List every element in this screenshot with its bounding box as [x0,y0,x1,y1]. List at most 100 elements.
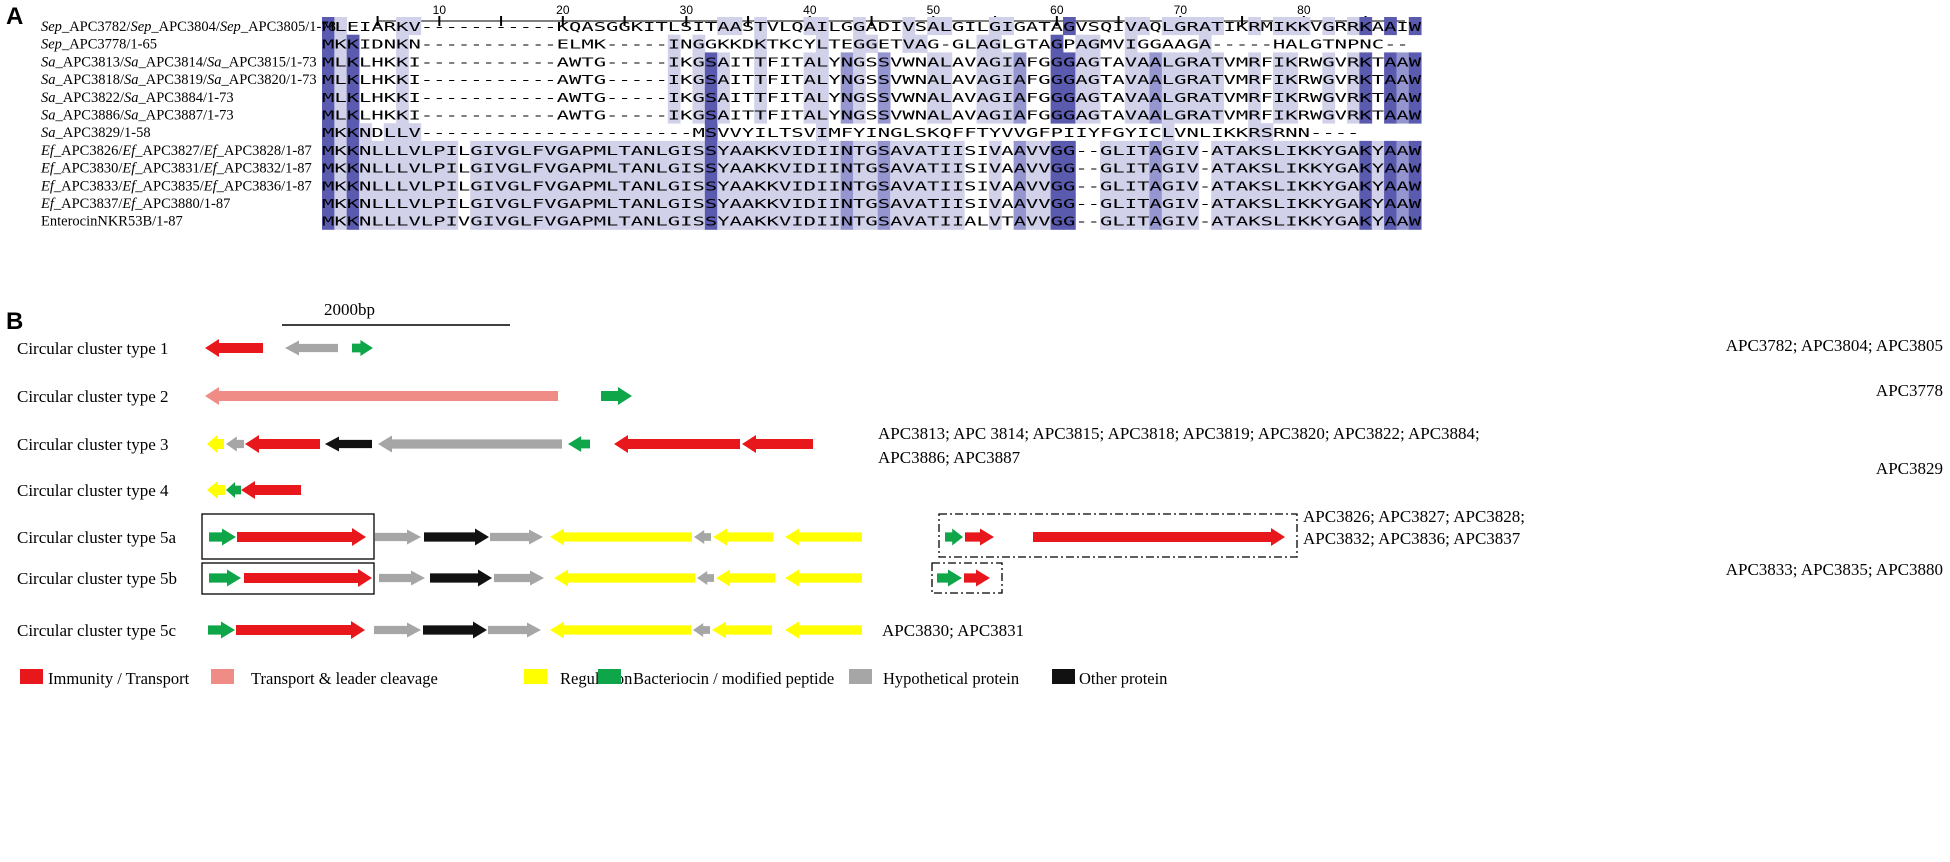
shade-cell [581,194,595,213]
shade-cell [1396,140,1410,159]
shade-cell [1359,52,1373,71]
shade-cell [1161,140,1175,159]
shade-cell [507,158,520,177]
shade-cell [1223,176,1237,195]
shade-cell [1112,194,1126,213]
shade-cell [816,17,829,36]
shade-cell [1384,140,1397,159]
shade-cell [1235,158,1249,177]
shade-cell [754,105,767,124]
shade-cell [346,105,360,124]
shade-cell [1112,176,1126,195]
shade-cell [754,176,767,195]
cluster-note: APC3826; APC3827; APC3828; [1303,507,1525,526]
shade-cell [1186,140,1200,159]
shade-cell [334,105,348,124]
legend-swatch [211,669,234,684]
shade-cell [1124,70,1138,89]
shade-cell [1248,140,1261,159]
scale-bar-label: 2000bp [324,300,375,319]
shade-cell [853,34,866,53]
shade-cell [667,194,681,213]
shade-cell [593,158,607,177]
shade-cell [1223,158,1237,177]
shade-cell [939,105,953,124]
shade-cell [1198,87,1212,106]
shade-cell [840,194,854,213]
shade-cell [1025,211,1039,230]
shade-cell [704,52,718,71]
shade-cell [445,194,459,213]
shade-cell [729,158,743,177]
shade-cell [1408,176,1422,195]
shade-cell [1186,87,1200,106]
shade-cell [544,211,558,230]
cluster-note: APC3886; APC3887 [878,448,1021,467]
shade-cell [667,140,681,159]
shade-cell [1161,17,1175,36]
shade-cell [470,194,483,213]
shade-cell [1347,140,1360,159]
sequence-residues-row: MKKNLLLVLPILGIVGLFVGAPMLTANLGISSYAAKKVID… [322,196,1422,211]
shade-cell [704,105,718,124]
shade-cell [1100,158,1113,177]
cluster-note: APC3830; APC3831 [882,621,1024,640]
shade-cell [741,211,755,230]
shade-cell [840,87,854,106]
shade-cell [1050,105,1064,124]
cluster-note: APC3833; APC3835; APC3880 [1726,560,1943,579]
shade-cell [445,176,459,195]
shade-cell [1025,140,1039,159]
shade-cell [408,211,422,230]
shade-cell [643,194,656,213]
shade-cell [1025,158,1039,177]
shade-cell [914,34,928,53]
cluster-label: Circular cluster type 5a [17,528,177,547]
shade-cell [544,158,558,177]
shade-cell [667,52,681,71]
shade-cell [420,194,434,213]
shade-cell [816,52,829,71]
shade-cell [1137,158,1150,177]
shade-cell [334,194,348,213]
shade-cell [1075,87,1089,106]
shade-cell [816,194,829,213]
shade-cell [1025,194,1039,213]
shade-cell [1260,140,1274,159]
shade-cell [1322,17,1336,36]
shade-cell [445,211,459,230]
ruler-tick-label: 20 [556,3,570,17]
shade-cell [630,211,644,230]
shade-cell [1384,52,1397,71]
cluster-box [201,513,375,560]
sequence-residues-row: MLKLHKKI-----------AWTG-----IKGSAITTFITA… [322,90,1422,105]
shade-cell [1149,52,1163,71]
shade-cell [717,17,730,36]
shade-cell [1198,105,1212,124]
shade-cell [1174,105,1187,124]
shade-cell [939,70,953,89]
shade-cell [1322,105,1336,124]
shade-cell [1272,17,1286,36]
shade-cell [1285,105,1299,124]
shade-cell [1297,140,1311,159]
bacteriocin-gene-arrow [945,528,963,546]
shade-cell [853,105,866,124]
shade-cell [853,52,866,71]
shade-cell [1384,176,1397,195]
shade-cell [556,140,570,159]
shade-cell [383,176,397,195]
sequence-residues-row: MKKNLLLVLPILGIVGLFVGAPMLTANLGISSYAAKKVID… [322,178,1422,193]
shade-cell [1137,52,1150,71]
shade-cell [1297,211,1311,230]
shade-cell [618,176,632,195]
cluster-note: APC3782; APC3804; APC3805 [1726,336,1943,355]
shade-cell [754,70,767,89]
shade-cell [791,211,805,230]
shade-cell [828,176,842,195]
shade-cell [877,194,891,213]
shade-cell [420,176,434,195]
shade-cell [692,176,706,195]
shade-cell [618,211,632,230]
shade-cell [482,176,496,195]
